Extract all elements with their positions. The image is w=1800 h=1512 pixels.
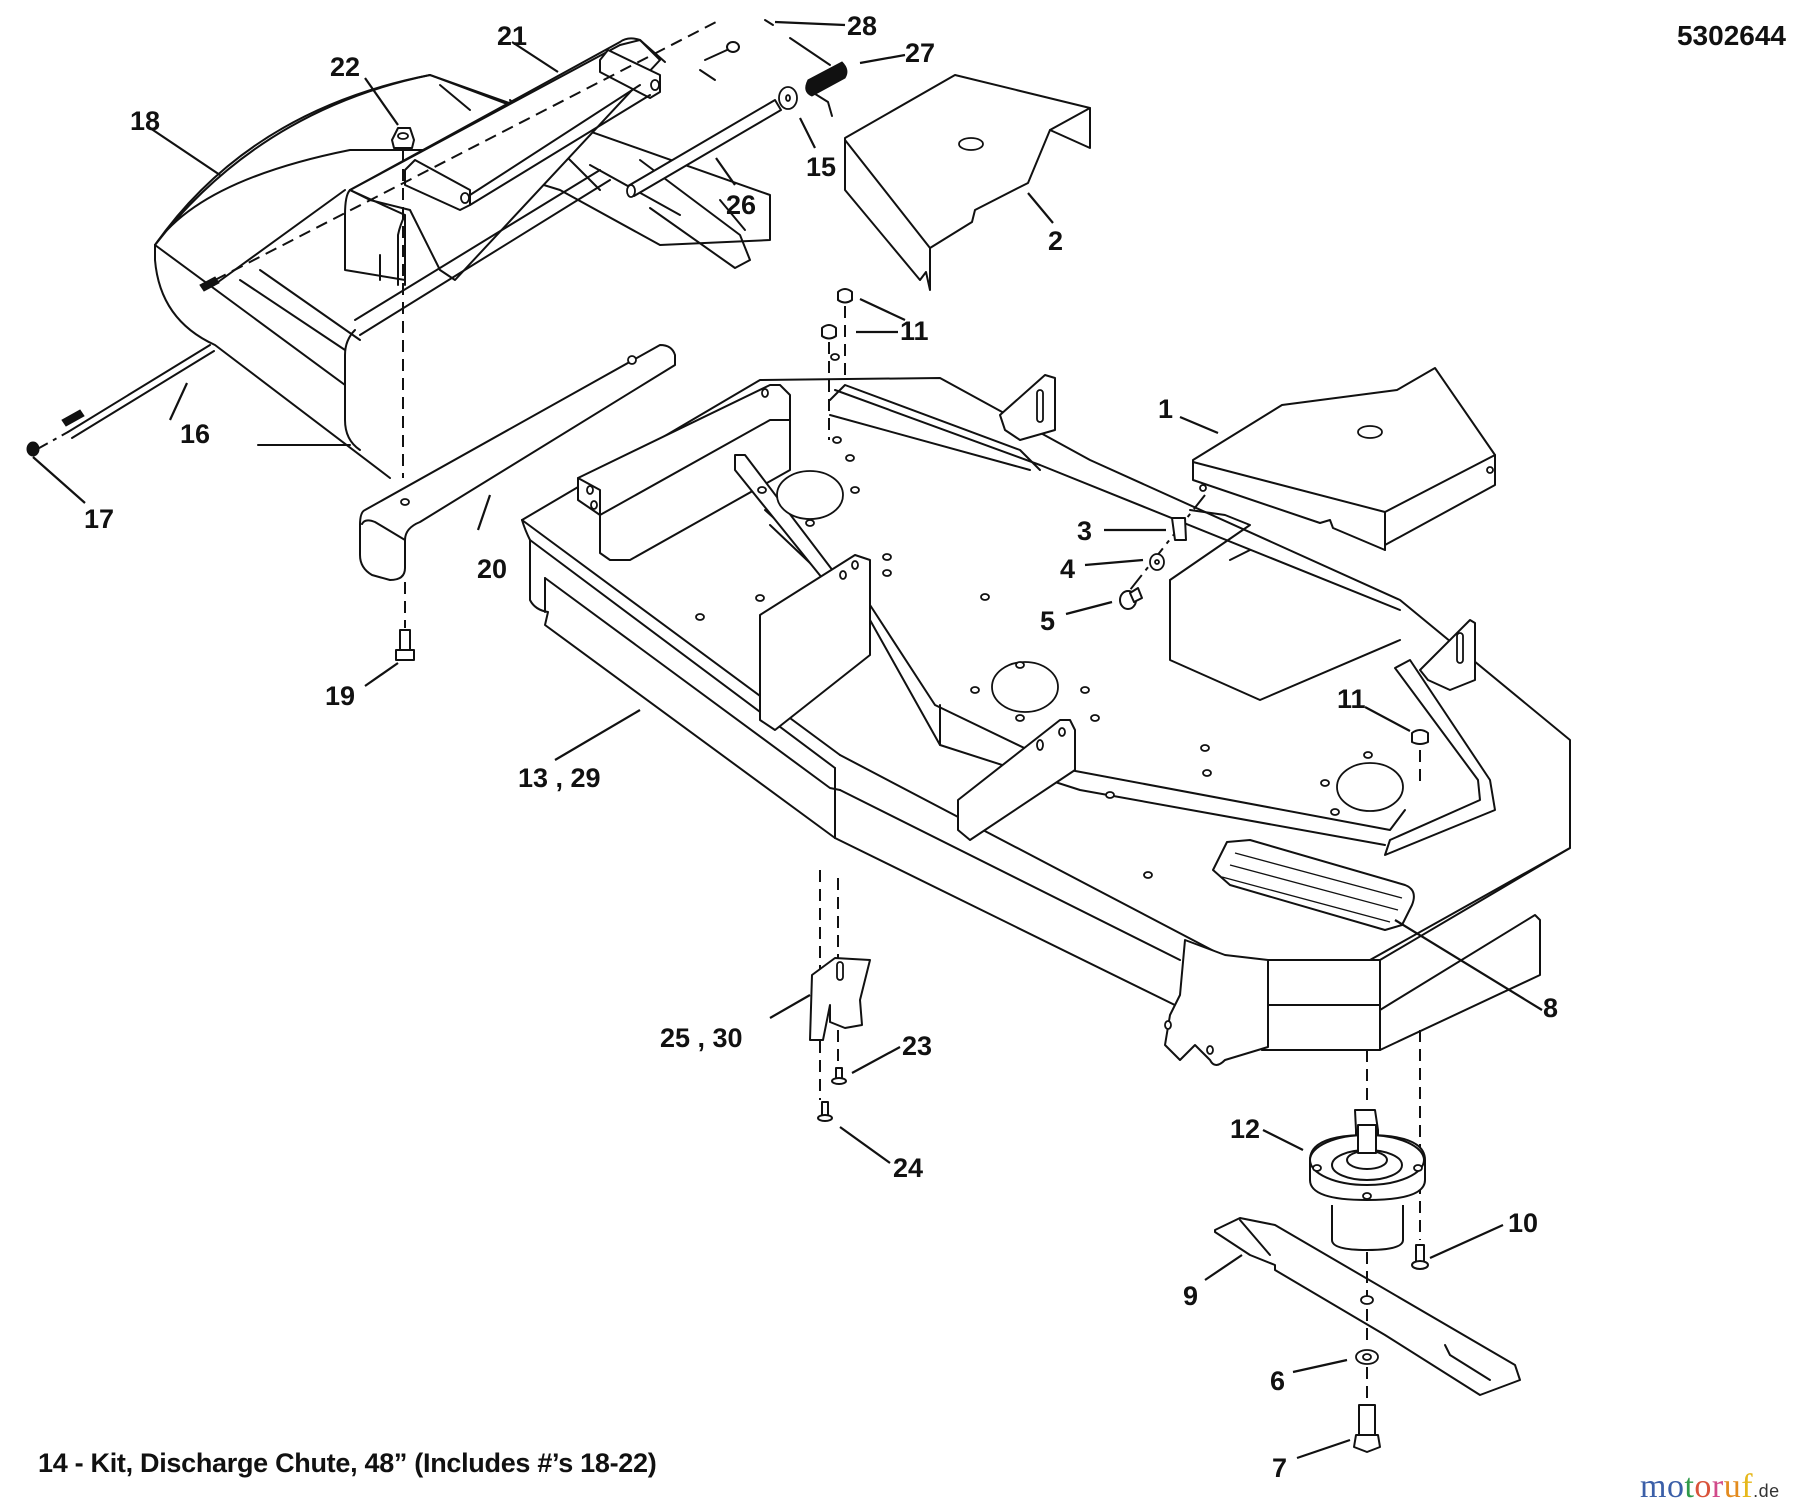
torsion-spring[interactable] xyxy=(789,37,848,117)
callout-26: 26 xyxy=(726,190,756,220)
chute-rod[interactable] xyxy=(31,189,346,453)
callout-22: 22 xyxy=(330,52,360,82)
callout-11-right: 11 xyxy=(1337,684,1366,714)
baffle[interactable] xyxy=(809,957,871,1041)
callout-10: 10 xyxy=(1508,1208,1538,1238)
blade-hole xyxy=(1360,1295,1374,1305)
shield-right[interactable] xyxy=(1192,367,1496,551)
kit-note: 14 - Kit, Discharge Chute, 48” (Includes… xyxy=(38,1448,657,1478)
callout-15: 15 xyxy=(806,152,836,182)
deflector-plate xyxy=(1169,509,1401,701)
callout-2: 2 xyxy=(1048,226,1063,256)
callout-9: 9 xyxy=(1183,1281,1198,1311)
callout-16: 16 xyxy=(180,419,210,449)
callout-19: 19 xyxy=(325,681,355,711)
flange-nut-right[interactable] xyxy=(1411,729,1429,745)
flange-nut-top-1[interactable] xyxy=(837,288,853,304)
bolt[interactable] xyxy=(1119,587,1143,610)
callout-13-29: 13 , 29 xyxy=(518,763,601,793)
cotter-pin[interactable] xyxy=(764,19,774,26)
blade-washer[interactable] xyxy=(1355,1349,1379,1365)
callout-labels: 18 21 22 16 17 20 19 13 , 29 28 27 15 26… xyxy=(84,11,1558,1483)
callout-6: 6 xyxy=(1270,1366,1285,1396)
pivot-tube[interactable] xyxy=(626,99,782,198)
bracket-bolt[interactable] xyxy=(395,629,415,661)
watermark-letter: t xyxy=(1684,1468,1695,1505)
watermark-letter: r xyxy=(1711,1468,1724,1505)
chute-body-lower xyxy=(239,169,611,451)
flange-nut-top-2[interactable] xyxy=(821,324,837,340)
callout-1: 1 xyxy=(1158,394,1173,424)
chute-washer[interactable] xyxy=(778,86,798,110)
chute-bracket-lower[interactable] xyxy=(359,344,676,581)
step-pad[interactable] xyxy=(1212,839,1415,931)
watermark-letter: u xyxy=(1723,1468,1742,1505)
drawing-number: 5302644 xyxy=(1676,20,1786,51)
pivot-bolt xyxy=(699,41,740,81)
callout-17: 17 xyxy=(84,504,114,534)
blade[interactable] xyxy=(1214,1217,1521,1396)
callout-23: 23 xyxy=(902,1031,932,1061)
baffle-screw[interactable] xyxy=(831,1067,847,1085)
watermark-logo: motoruf.de xyxy=(1640,1468,1780,1506)
watermark-tld: .de xyxy=(1753,1481,1780,1501)
callout-28: 28 xyxy=(847,11,877,41)
watermark-letter: m xyxy=(1640,1468,1667,1505)
callout-25-30: 25 , 30 xyxy=(660,1023,743,1053)
callout-21: 21 xyxy=(497,21,527,51)
spindle-bolt[interactable] xyxy=(1411,1244,1429,1270)
hardware-axis xyxy=(1129,494,1206,591)
spindle-assembly[interactable] xyxy=(1309,1109,1426,1251)
callout-5: 5 xyxy=(1040,606,1055,636)
watermark-letter: o xyxy=(1694,1468,1712,1505)
callout-3: 3 xyxy=(1077,516,1092,546)
mower-deck[interactable] xyxy=(521,353,1571,1066)
bracket-nut[interactable] xyxy=(391,127,415,149)
clip-nut[interactable] xyxy=(1171,517,1187,541)
callout-4: 4 xyxy=(1060,554,1075,584)
callout-7: 7 xyxy=(1272,1453,1287,1483)
rod-cap[interactable] xyxy=(26,441,40,457)
leader-lines xyxy=(32,20,1543,1460)
callout-18: 18 xyxy=(130,106,160,136)
shield-left[interactable] xyxy=(844,74,1091,291)
callout-11-top: 11 xyxy=(900,316,929,346)
blade-bolt[interactable] xyxy=(1353,1404,1381,1453)
washer[interactable] xyxy=(1149,553,1165,571)
callout-8: 8 xyxy=(1543,993,1558,1023)
watermark-letter: f xyxy=(1741,1468,1754,1505)
deck-holes xyxy=(695,353,1373,879)
baffle-screw-2[interactable] xyxy=(817,1101,833,1122)
callout-27: 27 xyxy=(905,38,935,68)
callout-24: 24 xyxy=(893,1153,923,1183)
callout-12: 12 xyxy=(1230,1114,1260,1144)
watermark-letter: o xyxy=(1666,1468,1685,1505)
chute-bracket-upper[interactable] xyxy=(344,37,666,286)
callout-20: 20 xyxy=(477,554,507,584)
